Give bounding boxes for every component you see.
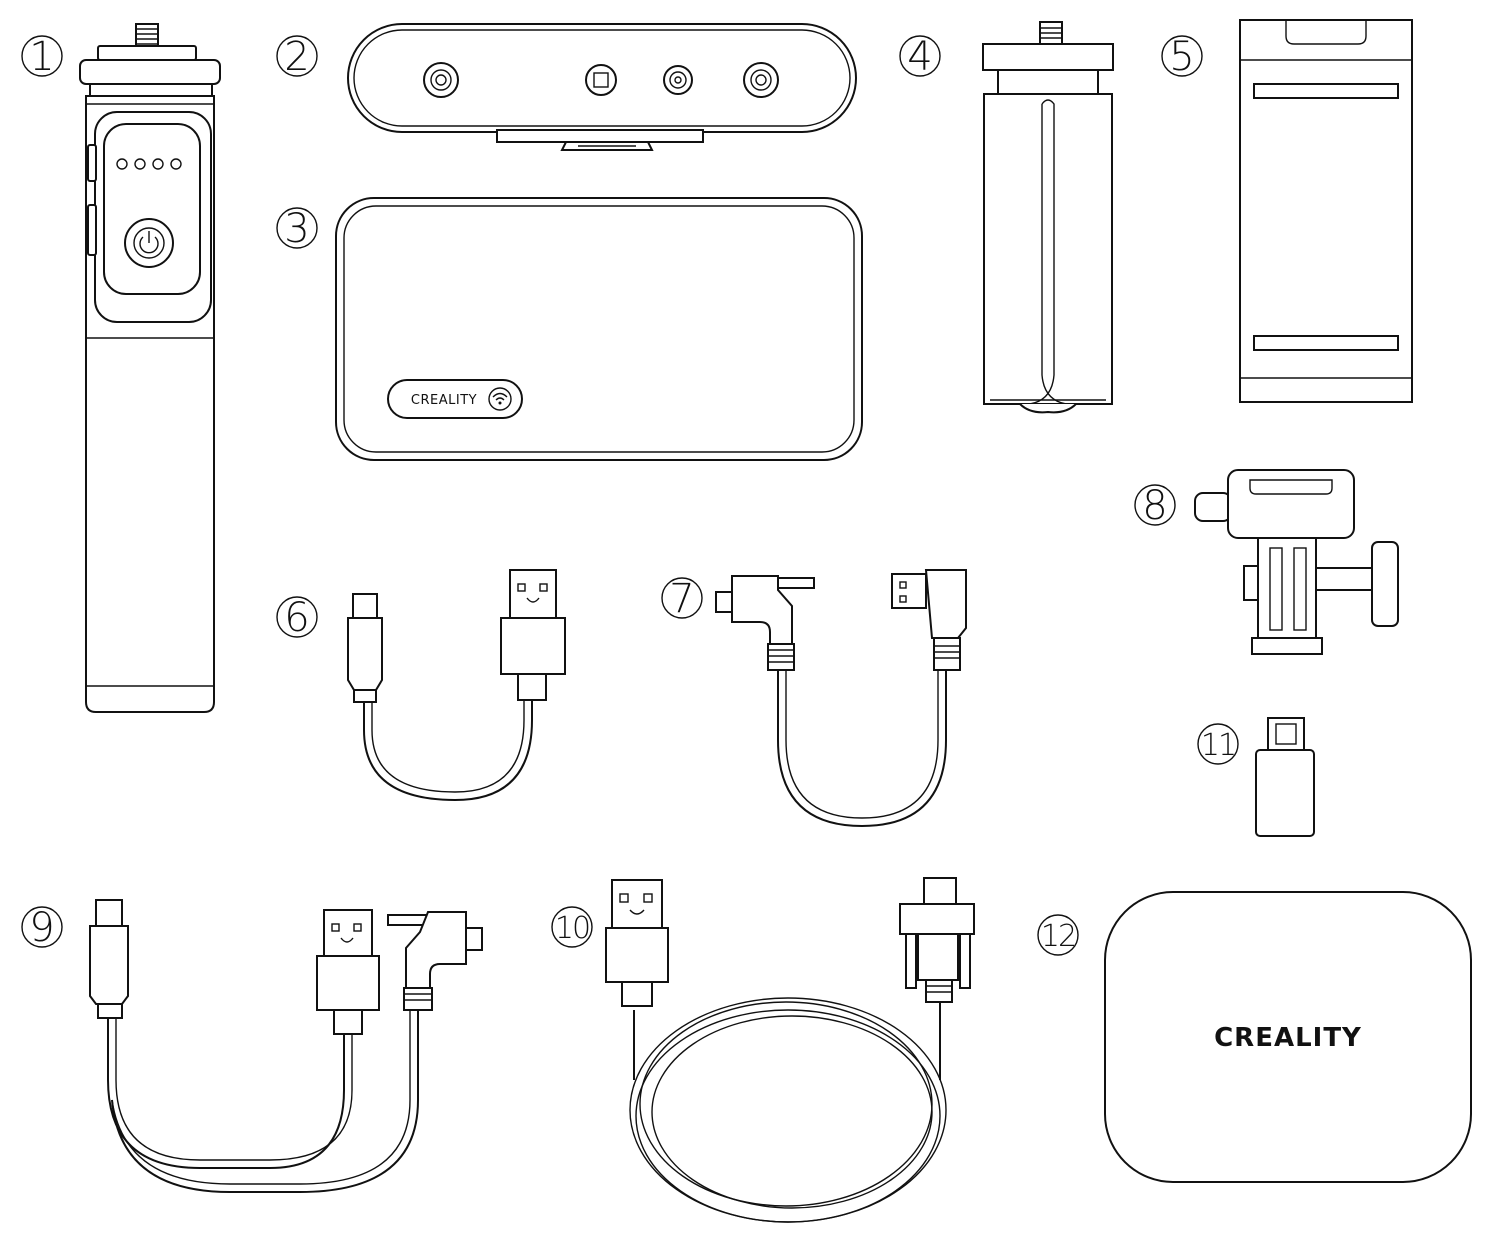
storage-bag: CREALITY xyxy=(335,197,863,461)
y-splitter-cable xyxy=(89,899,483,1193)
callout-5: 5 xyxy=(1161,34,1203,80)
mini-tripod xyxy=(982,21,1114,414)
callout-10: 10 xyxy=(551,906,593,948)
wifi-icon xyxy=(488,387,512,411)
phone-clamp xyxy=(1239,19,1413,403)
callout-9: 9 xyxy=(21,905,63,951)
case-logo-text: CREALITY xyxy=(1214,1023,1362,1053)
clamp-mount-adapter xyxy=(1194,469,1399,655)
callout-6: 6 xyxy=(276,595,318,641)
callout-2: 2 xyxy=(276,34,318,80)
callout-3-text: 3 xyxy=(284,206,309,252)
long-usb-cable xyxy=(605,877,975,1223)
callout-3: 3 xyxy=(276,206,318,252)
callout-8: 8 xyxy=(1134,483,1176,529)
callout-5-text: 5 xyxy=(1169,34,1194,80)
scanner-lens-right xyxy=(743,62,779,98)
3d-scanner xyxy=(347,23,857,151)
callout-2-text: 2 xyxy=(284,34,309,80)
right-angle-usb-cable xyxy=(715,569,967,828)
battery-led-indicators xyxy=(116,158,182,170)
callout-1: 1 xyxy=(21,34,63,80)
callout-7: 7 xyxy=(661,576,703,622)
scanner-rgb-camera xyxy=(663,65,693,95)
scanner-lens-left xyxy=(423,62,459,98)
callout-6-text: 6 xyxy=(284,595,309,641)
battery-handle xyxy=(79,23,221,713)
bag-logo-badge: CREALITY xyxy=(387,379,523,419)
callout-9-text: 9 xyxy=(29,905,54,951)
carrying-case: CREALITY xyxy=(1104,891,1472,1183)
callout-7-text: 7 xyxy=(669,576,694,622)
usb-a-to-usb-c-cable xyxy=(347,569,566,802)
callout-8-text: 8 xyxy=(1142,483,1167,529)
callout-10-text: 10 xyxy=(555,911,589,946)
callout-1-text: 1 xyxy=(29,34,54,80)
callout-11: 11 xyxy=(1197,723,1239,765)
callout-4-text: 4 xyxy=(907,34,932,80)
callout-12: 12 xyxy=(1037,914,1079,956)
power-button-icon xyxy=(124,218,174,268)
callout-12-text: 12 xyxy=(1041,919,1075,954)
callout-11-text: 11 xyxy=(1201,728,1235,763)
scanner-projector xyxy=(585,64,617,96)
callout-4: 4 xyxy=(899,34,941,80)
bag-logo-text: CREALITY xyxy=(411,393,477,408)
usb-c-otg-adapter xyxy=(1255,717,1315,837)
